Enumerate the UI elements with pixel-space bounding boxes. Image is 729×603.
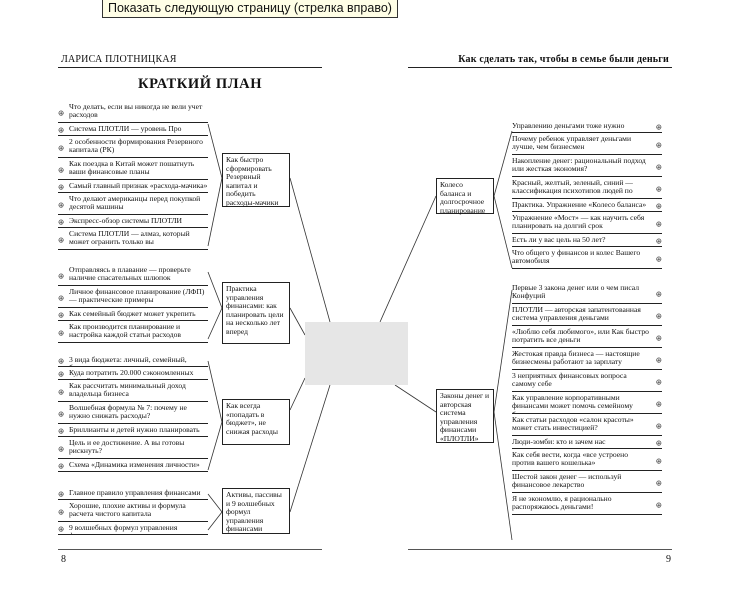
list-item: Самый главный признак «расхода-мачика» [58,182,208,193]
list-item: Как статьи расходов «салон красоты» може… [512,416,662,436]
left-page-header: ЛАРИСА ПЛОТНИЦКАЯ [61,54,177,65]
list-item: Цель и ее достижение. А вы готовы рискну… [58,439,208,459]
left-page-number: 8 [61,554,66,565]
topic-box-reserve-capital: Как быстро сформировать Резервный капита… [222,153,290,207]
list-item: Волшебная формула № 7: почему не нужно с… [58,404,208,424]
list-item: Как управление корпоративными финансами … [512,394,662,414]
list-item: Первые 3 закона денег или о чем писал Ко… [512,284,662,304]
list-item: Упражнение «Мост» — как научить себя пла… [512,214,662,234]
list-item: Система ПЛОТЛИ — алмаз, который может ог… [58,230,208,250]
list-item: 9 волшебных формул управления финансами [58,524,208,535]
topic-box-money-laws: Законы денег и авторская система управле… [436,389,494,443]
list-item: Как производится планирование и настройк… [58,323,208,343]
list-item: Личное финансовое планирование (ЛФП) — п… [58,288,208,308]
list-item: Что делать, если вы никогда не вели учет… [58,103,208,123]
mindmap-center [305,322,408,385]
list-item: Шестой закон денег — используй финансово… [512,473,662,493]
list-item: Как семейный бюджет может укрепить семью [58,310,208,321]
list-item: Экспресс-обзор системы ПЛОТЛИ [58,217,208,228]
list-item: Система ПЛОТЛИ — уровень Про [58,125,208,136]
list-item: Бриллианты и детей нужно планировать [58,426,208,437]
list-item: Практика. Упражнение «Колесо баланса» [512,201,662,212]
left-footer-rule [58,549,322,550]
list-item: 3 вида бюджета: личный, семейный, бизнес [58,356,208,367]
list-item: Что общего у финансов и колес Вашего авт… [512,249,662,269]
list-item: Накопление денег: рациональный подход ил… [512,157,662,177]
list-item: Как себя вести, когда «все устроено прот… [512,451,662,471]
right-page-header: Как сделать так, чтобы в семье были день… [458,54,669,65]
topic-box-assets: Активы, пассивы и 9 волшебных формул упр… [222,488,290,534]
list-item: Как поездка в Китай может пошатнуть ваши… [58,160,208,180]
list-item: «Люблю себя любимого», или Как быстро по… [512,328,662,348]
list-item: Главное правило управления финансами [58,489,208,500]
right-footer-rule [408,549,672,550]
topic-box-budget: Как всегда «попадать в бюджет», не снижа… [222,399,290,445]
list-item: Отправляясь в плавание — проверьте налич… [58,266,208,286]
list-item: 2 особенности формирования Резервного ка… [58,138,208,158]
right-header-rule [408,67,672,68]
left-header-rule [58,67,322,68]
list-item: Есть ли у вас цель на 50 лет? [512,236,662,247]
list-item: Жестокая правда бизнеса — настоящие бизн… [512,350,662,370]
topic-box-balance-wheel: Колесо баланса и долгосрочное планирован… [436,178,494,215]
right-page-number: 9 [666,554,671,565]
topic-box-financial-practice: Практика управления финансами: как плани… [222,282,290,344]
list-item: Что делают американцы перед покупкой дес… [58,195,208,215]
list-item: Я не экономлю, я рационально распоряжаюс… [512,495,662,515]
plan-title: КРАТКИЙ ПЛАН [138,76,263,92]
list-item: Куда потратить 20.000 сэкономленных дене… [58,369,208,380]
list-item: Почему ребенок управляет деньгами лучше,… [512,135,662,155]
list-item: Управлению деньгами тоже нужно научиться [512,122,662,133]
list-item: Хорошие, плохие активы и формула расчета… [58,502,208,522]
list-item: Схема «Динамика изменения личности» [58,461,208,472]
list-item: ПЛОТЛИ — авторская запатентованная систе… [512,306,662,326]
list-item: Как рассчитать минимальный доход владель… [58,382,208,402]
list-item: Люди-зомби: кто и зачем нас программируе… [512,438,662,449]
list-item: 3 неприятных финансовых вопроса самому с… [512,372,662,392]
list-item: Красный, желтый, зеленый, синий — класси… [512,179,662,199]
next-page-tooltip: Показать следующую страницу (стрелка впр… [102,0,398,18]
